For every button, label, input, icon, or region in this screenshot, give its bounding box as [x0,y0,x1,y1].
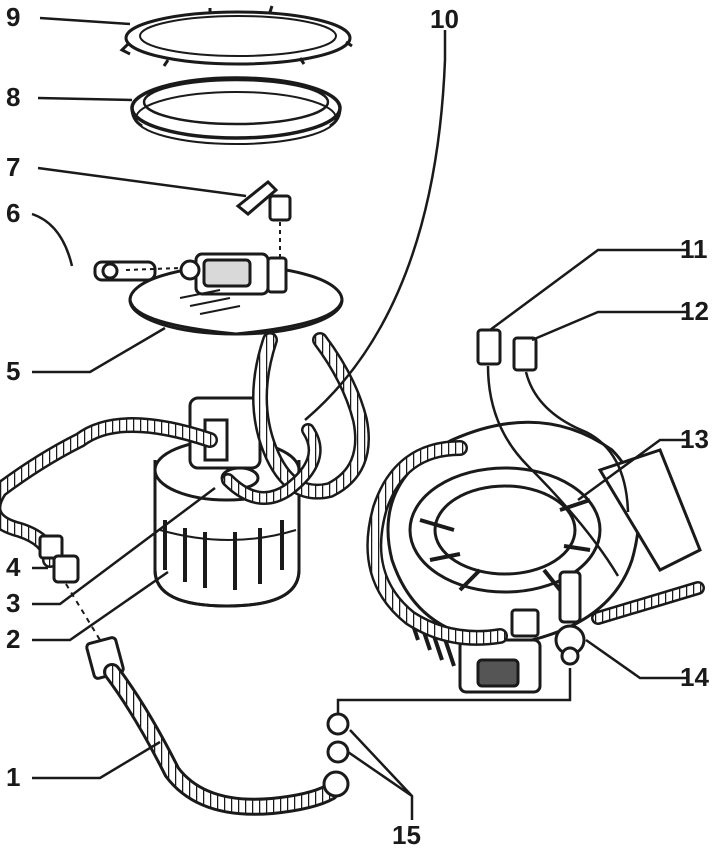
reservoir-housing [386,420,702,694]
hose-piece-part [93,260,181,282]
callout-11: 11 [680,234,708,264]
callout-7: 7 [6,152,21,182]
callout-14: 14 [680,662,709,692]
leader-lines [31,16,688,820]
callout-13: 13 [680,424,709,454]
callout-6: 6 [6,198,21,228]
callout-9: 9 [6,2,21,32]
callout-2: 2 [6,624,21,654]
callout-3: 3 [6,588,21,618]
corrugated-hoses [0,332,370,568]
flange-part [128,252,344,336]
callout-8: 8 [6,82,21,112]
callout-15: 15 [392,820,421,850]
locking-ring-part [119,5,353,67]
fuel-line-part [85,636,350,816]
housing-hose [366,440,705,646]
callout-4: 4 [6,552,21,582]
callout-12: 12 [680,296,709,326]
seal-ring-part [130,76,342,145]
elbow-pipe-part [235,179,292,262]
callout-5: 5 [6,356,21,386]
connector-plugs [476,328,630,577]
callout-1: 1 [6,762,21,792]
callout-10: 10 [430,4,459,34]
fitting-part [510,570,586,666]
hose-connector-part [38,534,101,641]
o-rings-part [326,712,350,764]
